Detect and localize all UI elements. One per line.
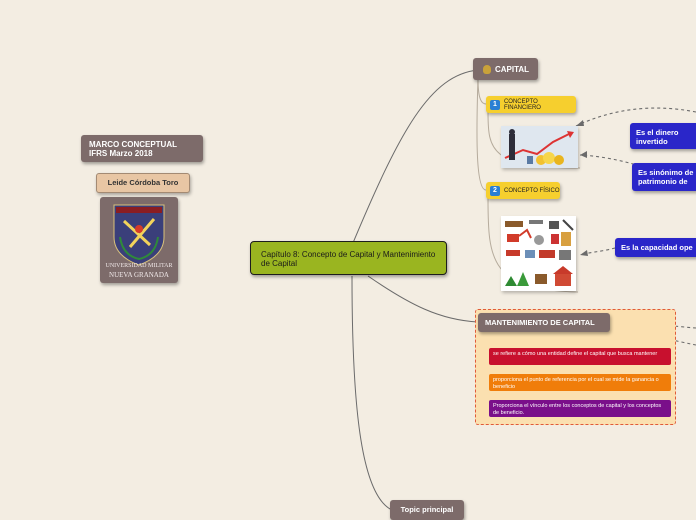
concepto-fisico-node[interactable]: 2 CONCEPTO FÍSICO <box>486 182 560 199</box>
note-dinero-invertido[interactable]: Es el dinero invertido <box>630 123 696 149</box>
arrow-head-3 <box>580 250 588 256</box>
dashed-link-1 <box>575 107 696 127</box>
dashed-link-3 <box>579 247 616 256</box>
number-badge: 2 <box>490 185 500 196</box>
number-badge: 1 <box>490 99 500 110</box>
mantenimiento-item-3[interactable]: Proporciona el vínculo entre los concept… <box>489 400 671 417</box>
university-shield-icon <box>113 204 165 266</box>
business-graph-image <box>501 126 578 168</box>
central-topic[interactable]: Capítulo 8: Concepto de Capital y Manten… <box>250 241 447 275</box>
university-name-line1: UNIVERSIDAD MILITAR <box>105 263 173 269</box>
arrow-head-2 <box>580 151 587 158</box>
capital-node[interactable]: CAPITAL <box>473 58 538 80</box>
university-name-line2: NUEVA GRANADA <box>109 271 169 279</box>
dashed-link-2 <box>579 154 641 167</box>
mantenimiento-item-1[interactable]: se refiere a cómo una entidad define el … <box>489 348 671 365</box>
author-node[interactable]: Leide Córdoba Toro <box>96 173 190 193</box>
mantenimiento-item-2[interactable]: proporciona el punto de referencia por e… <box>489 374 671 391</box>
topic-principal-node[interactable]: Topic principal <box>390 500 464 520</box>
marco-conceptual-title[interactable]: MARCO CONCEPTUAL IFRS Marzo 2018 <box>81 135 203 162</box>
university-logo: UNIVERSIDAD MILITAR NUEVA GRANADA <box>100 197 178 283</box>
concepto-financiero-node[interactable]: 1 CONCEPTO FINANCIERO <box>486 96 576 113</box>
link-capital-fisico <box>476 77 487 191</box>
money-bag-icon <box>483 64 491 74</box>
physical-assets-image <box>501 216 576 291</box>
dashed-link-4 <box>610 319 696 329</box>
link-capital-financiero <box>477 77 487 105</box>
link-central-topic <box>351 275 393 511</box>
link-central-capital <box>349 69 479 251</box>
arrow-head-1 <box>576 120 584 126</box>
mantenimiento-capital-node[interactable]: MANTENIMIENTO DE CAPITAL <box>478 313 610 332</box>
note-sinonimo-patrimonio[interactable]: Es sinónimo de patrimonio de <box>632 163 696 191</box>
link-central-mantenimiento <box>367 275 479 323</box>
note-capacidad-operativa[interactable]: Es la capacidad ope <box>615 238 696 257</box>
